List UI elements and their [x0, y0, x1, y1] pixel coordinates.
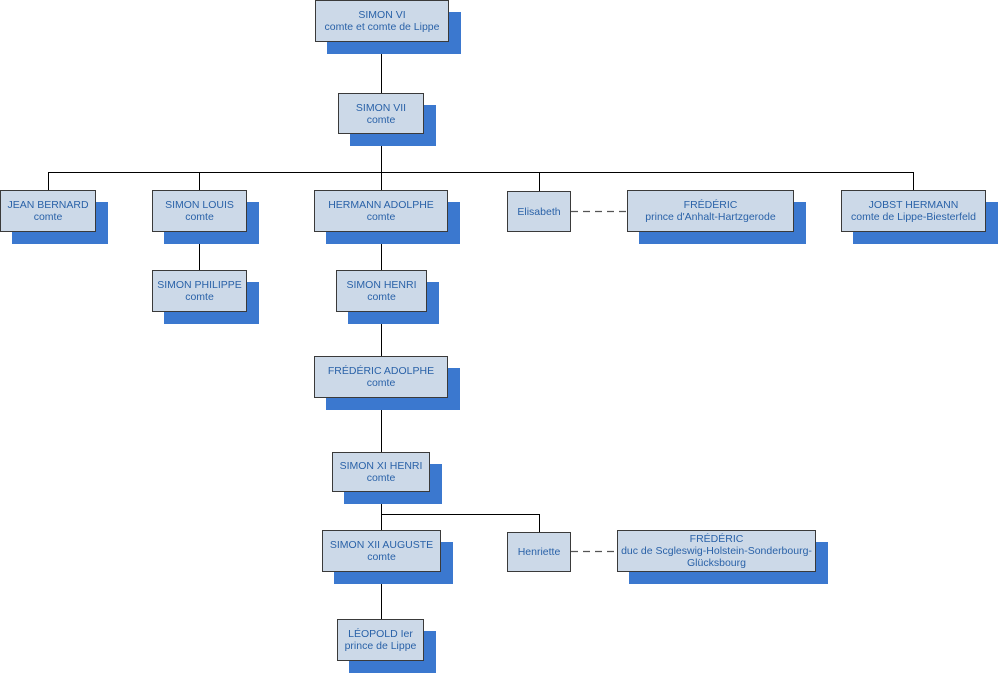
person-title: comte	[366, 211, 396, 223]
person-name: JEAN BERNARD	[7, 199, 89, 211]
person-title: prince de Lippe	[344, 640, 417, 652]
person-name: Henriette	[517, 546, 561, 558]
person-title: comte	[185, 291, 214, 303]
person-title: comte et comte de Lippe	[324, 21, 440, 33]
person-name: SIMON LOUIS	[165, 199, 234, 211]
person-name: Elisabeth	[517, 205, 561, 218]
person-name: SIMON VII	[355, 101, 407, 114]
person-name: SIMON XI HENRI	[339, 460, 423, 472]
person-name: JOBST HERMANN	[868, 199, 959, 211]
person-title: comte	[366, 377, 396, 389]
person-name: SIMON VI	[358, 9, 406, 21]
person-name: FRÉDÉRIC	[683, 199, 738, 211]
person-title: comte	[367, 551, 396, 563]
person-name: SIMON HENRI	[346, 279, 417, 291]
person-name: FRÉDÉRIC	[689, 533, 744, 545]
person-name: FRÉDÉRIC ADOLPHE	[327, 365, 435, 377]
person-name: SIMON PHILIPPE	[157, 279, 242, 291]
person-title: comte de Lippe-Biesterfeld	[851, 211, 976, 223]
person-title: comte	[366, 113, 396, 126]
person-title: comte	[366, 472, 396, 484]
person-title: comte	[367, 291, 396, 303]
person-name: LÉOPOLD Ier	[348, 628, 413, 640]
person-name: HERMANN ADOLPHE	[328, 199, 434, 211]
person-title: prince d'Anhalt-Hartzgerode	[645, 211, 776, 223]
person-name: SIMON XII AUGUSTE	[329, 539, 434, 551]
person-title: comte	[33, 211, 63, 223]
person-title: comte	[185, 211, 214, 223]
person-title: duc de Scgleswig-Holstein-Sonderbourg-Gl…	[621, 545, 812, 569]
